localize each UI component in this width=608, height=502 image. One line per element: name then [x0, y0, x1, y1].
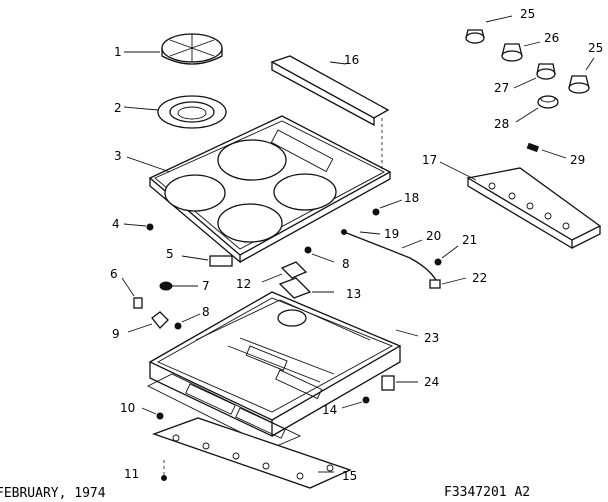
- part-8-screw-left: [174, 313, 201, 330]
- callout-17: 17: [422, 153, 437, 167]
- part-25-knob-right: [568, 57, 595, 94]
- part-15-bottom-plate: [152, 417, 352, 489]
- part-28-knob-base: [515, 95, 559, 123]
- callout-9: 9: [112, 327, 120, 341]
- part-12-bracket: [261, 261, 308, 283]
- callout-27: 27: [494, 81, 509, 95]
- callout-28: 28: [494, 117, 509, 131]
- part-23-burner-box: [148, 291, 419, 438]
- part-26-knob: [501, 41, 541, 62]
- part-11-screw: [161, 460, 167, 481]
- callout-8-top: 8: [342, 257, 350, 271]
- part-24-valve: [381, 375, 418, 391]
- callout-20: 20: [426, 229, 441, 243]
- callout-13: 13: [346, 287, 361, 301]
- part-29-pin: [526, 142, 567, 159]
- callout-24: 24: [424, 375, 439, 389]
- callout-21: 21: [462, 233, 477, 247]
- callout-19: 19: [384, 227, 399, 241]
- callout-10: 10: [120, 401, 135, 415]
- part-8-screw-top: [304, 246, 335, 263]
- callout-8-left: 8: [202, 305, 210, 319]
- part-2-burner-ring: [123, 95, 227, 129]
- part-22-terminal: [429, 277, 467, 289]
- part-5-bracket: [181, 255, 233, 267]
- callout-11: 11: [124, 467, 139, 481]
- part-1-burner-cap: [124, 33, 223, 65]
- part-18-screw: [372, 199, 403, 216]
- callout-18: 18: [404, 191, 419, 205]
- part-19-20-wire: [341, 229, 439, 285]
- part-4-screw: [123, 223, 154, 231]
- callout-23: 23: [424, 331, 439, 345]
- callout-5: 5: [166, 247, 174, 261]
- part-13-bracket: [278, 277, 334, 299]
- part-9-fitting: [127, 311, 169, 333]
- part-7-nut: [159, 281, 198, 291]
- part-17-control-plate: [439, 161, 602, 250]
- callout-25-right: 25: [588, 41, 603, 55]
- callout-25-left: 25: [520, 7, 535, 21]
- callout-16: 16: [344, 53, 359, 67]
- callout-6: 6: [110, 267, 118, 281]
- part-21-screw: [434, 245, 459, 266]
- callout-3: 3: [114, 149, 122, 163]
- footer-part-number: F3347201 A2: [444, 485, 530, 500]
- part-25-knob-left: [465, 15, 513, 44]
- callout-22: 22: [472, 271, 487, 285]
- lower-pan: [146, 369, 323, 449]
- part-16-trim-strip: [270, 55, 390, 170]
- callout-15: 15: [342, 469, 357, 483]
- part-27-knob: [513, 63, 556, 89]
- part-3-cooktop-top: [126, 115, 392, 264]
- callout-4: 4: [112, 217, 120, 231]
- callout-2: 2: [114, 101, 122, 115]
- footer-date: FEBRUARY, 1974: [0, 486, 106, 501]
- callout-7: 7: [202, 279, 210, 293]
- callout-1: 1: [114, 45, 122, 59]
- callout-29: 29: [570, 153, 585, 167]
- part-6-clip: [121, 277, 143, 309]
- callout-14: 14: [322, 403, 337, 417]
- part-14-screw: [341, 396, 370, 409]
- part-10-screw: [141, 407, 164, 420]
- callout-12: 12: [236, 277, 251, 291]
- callout-26: 26: [544, 31, 559, 45]
